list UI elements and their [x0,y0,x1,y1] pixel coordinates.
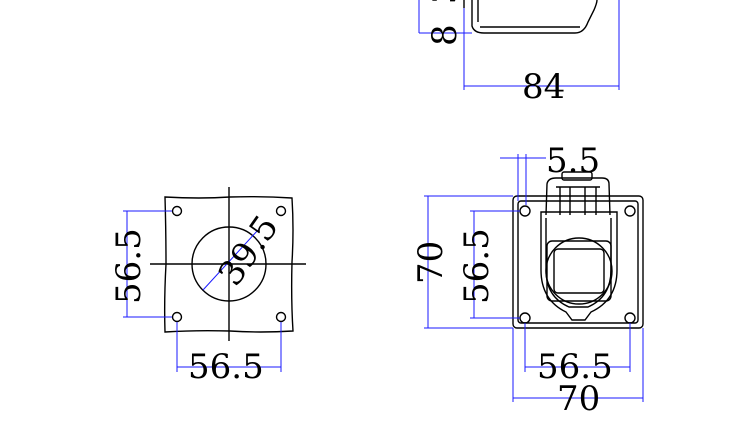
front-mount-hole-tr [624,205,636,217]
front-body-outline [512,195,644,329]
cutout-mount-hole-br [275,311,287,323]
top-view-dim-8: 8 [425,24,465,46]
cutout-plate-outline [163,195,294,333]
cutout-mount-hole-tl [171,205,183,217]
front-mount-hole-tl [519,205,531,217]
front-lid-outline [540,211,618,321]
front-mount-hole-br [624,312,636,324]
front-dim-width: 70 [557,379,600,419]
front-socket-frame [546,240,612,302]
top-view-body-outline [471,0,598,34]
cutout-main-hole [191,226,267,302]
cutout-dim-vertical: 56.5 [109,228,149,304]
front-dim-height: 70 [411,241,451,284]
cutout-mount-hole-tr [275,205,287,217]
front-dim-horizontal: 56.5 [537,347,613,387]
cutout-dim-horizontal: 56.5 [188,347,264,387]
front-hinge-top [561,171,593,181]
top-view: 8 3 84 [418,0,620,107]
front-socket-ring [545,237,613,305]
front-mount-hole-bl [519,312,531,324]
front-socket-window [553,248,605,294]
top-view-dim-cut: 3 [425,0,465,4]
cutout-mount-hole-bl [171,311,183,323]
front-hinge-outline [545,177,611,216]
front-dim-vertical: 56.5 [457,228,497,304]
cutout-dim-diameter: 39.5 [211,208,287,293]
cutout-diameter-leader [202,229,259,291]
front-view: 5.5 70 56.5 56.5 70 [411,141,644,419]
front-body-inner [517,200,639,324]
cutout-view: 56.5 39.5 56.5 [109,187,306,387]
front-dim-lid-offset: 5.5 [546,141,600,181]
top-view-dim-84: 84 [522,67,565,107]
